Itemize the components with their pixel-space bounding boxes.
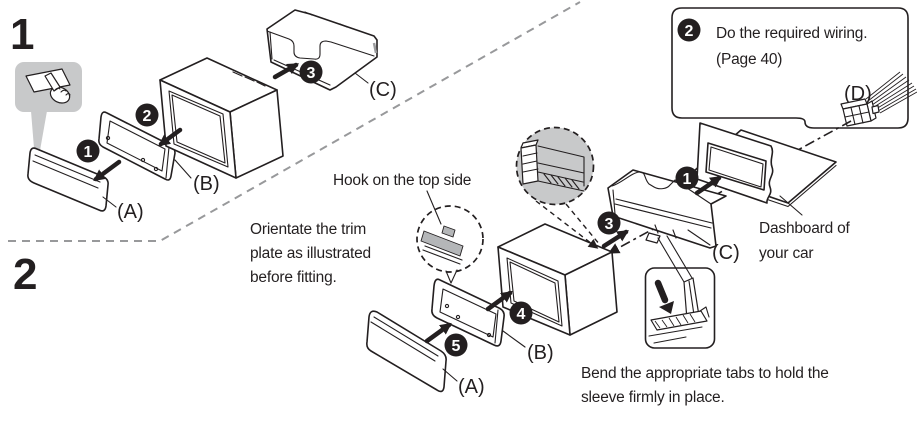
label-line-c1	[354, 72, 369, 84]
hook-note-pointer	[426, 190, 442, 225]
bend-note-line2: sleeve firmly in place.	[581, 389, 725, 406]
screwdriver-shaft-lines	[657, 235, 693, 283]
mounting-sleeve-c2	[607, 169, 727, 249]
magnifier-connector-detail	[515, 126, 601, 249]
step-arrow-s2-5	[424, 322, 452, 344]
part-label-a1: (A)	[117, 201, 144, 223]
hook-detail-balloon	[416, 205, 484, 284]
step-digit-s2-5: 5	[452, 338, 461, 355]
section-1: 1 (A) (B)	[10, 9, 397, 223]
trim-plate-cross-section	[420, 230, 464, 257]
step-badge-1: 1	[76, 139, 100, 163]
orient-note-line1: Orientate the trim	[250, 221, 366, 238]
rear-connector-drawing	[520, 139, 585, 192]
hook-balloon-bg	[417, 206, 483, 272]
step-digit-wiring-2: 2	[685, 23, 694, 40]
harness-wires	[865, 71, 917, 114]
dashboard-label-line	[779, 195, 803, 216]
harness-latch	[871, 104, 880, 115]
sleeve-bottom-tab	[645, 232, 661, 244]
dashboard-note-line1: Dashboard of	[759, 220, 851, 237]
bend-arrow-icon	[654, 279, 674, 314]
step-badge-2: 2	[135, 103, 159, 127]
tab-slot-lines	[648, 326, 703, 344]
mounting-sleeve-c1	[266, 9, 378, 91]
part-label-c1: (C)	[369, 79, 397, 101]
magnifier-pointer-line-1	[535, 200, 599, 249]
wiring-note-box: 2 Do the required wiring. (Page 40) (D)	[671, 7, 917, 129]
hook-note: Hook on the top side	[333, 172, 471, 189]
hand-icon	[44, 72, 71, 104]
bent-tab-hatched	[650, 306, 710, 331]
step-arrow-1	[93, 159, 122, 182]
part-label-c2: (C)	[712, 242, 740, 264]
label-line-b1	[174, 159, 192, 179]
step-arrow-s2-3	[601, 229, 629, 249]
step-digit-2: 2	[143, 108, 152, 125]
step-badge-s2-5: 5	[444, 333, 468, 357]
trim-plate-b2	[431, 278, 505, 347]
dashboard-opening-inner	[708, 146, 764, 188]
section-2: 2 Dashboard of your car (C)	[13, 122, 851, 406]
orient-note-line3: before fitting.	[250, 269, 337, 286]
step-digit-s2-3: 3	[605, 216, 614, 233]
part-label-a2: (A)	[458, 376, 485, 398]
section-2-number: 2	[13, 250, 37, 299]
sleeve-end-shading	[372, 42, 378, 54]
wiring-note-line1: Do the required wiring.	[716, 25, 867, 42]
part-label-b2: (B)	[527, 342, 554, 364]
label-line-a2	[442, 368, 458, 382]
section-1-number: 1	[10, 10, 34, 59]
step-badge-3: 3	[299, 60, 323, 84]
step-digit-3: 3	[307, 65, 316, 82]
orient-note-line2: plate as illustrated	[250, 245, 371, 262]
step-digit-s2-4: 4	[517, 306, 526, 323]
label-line-c2	[687, 229, 711, 246]
step-digit-1: 1	[84, 144, 93, 161]
wiring-harness-d	[840, 71, 917, 127]
step-arrow-s2-1	[694, 175, 722, 196]
step-badge-wiring-2: 2	[677, 18, 701, 42]
step-badge-s2-4: 4	[509, 301, 533, 325]
step-badge-s2-3: 3	[597, 211, 621, 235]
trim-plate-b	[98, 111, 176, 181]
step-badge-s2-1: 1	[675, 166, 699, 190]
faceplate-a	[27, 147, 109, 212]
part-label-b1: (B)	[193, 173, 220, 195]
faceplate-a2	[366, 310, 447, 393]
step-digit-s2-1: 1	[683, 171, 692, 188]
harness-guide-line	[608, 120, 852, 254]
step-arrow-2	[158, 127, 183, 147]
wiring-note-line2: (Page 40)	[716, 51, 782, 68]
label-line-b2	[502, 330, 526, 348]
dashboard-opening	[705, 142, 767, 191]
bend-note-line1: Bend the appropriate tabs to hold the	[581, 365, 829, 382]
head-unit-1	[159, 57, 284, 179]
step-arrow-3	[272, 62, 300, 80]
orient-note: Orientate the trim plate as illustrated …	[250, 221, 371, 286]
label-line-a1	[102, 196, 117, 208]
bend-tab-callout	[644, 235, 716, 349]
head-unit-2	[497, 223, 618, 336]
hook-tab-icon	[441, 225, 456, 238]
dashboard-note-line2: your car	[759, 245, 813, 262]
step-arrow-s2-4	[485, 290, 513, 312]
